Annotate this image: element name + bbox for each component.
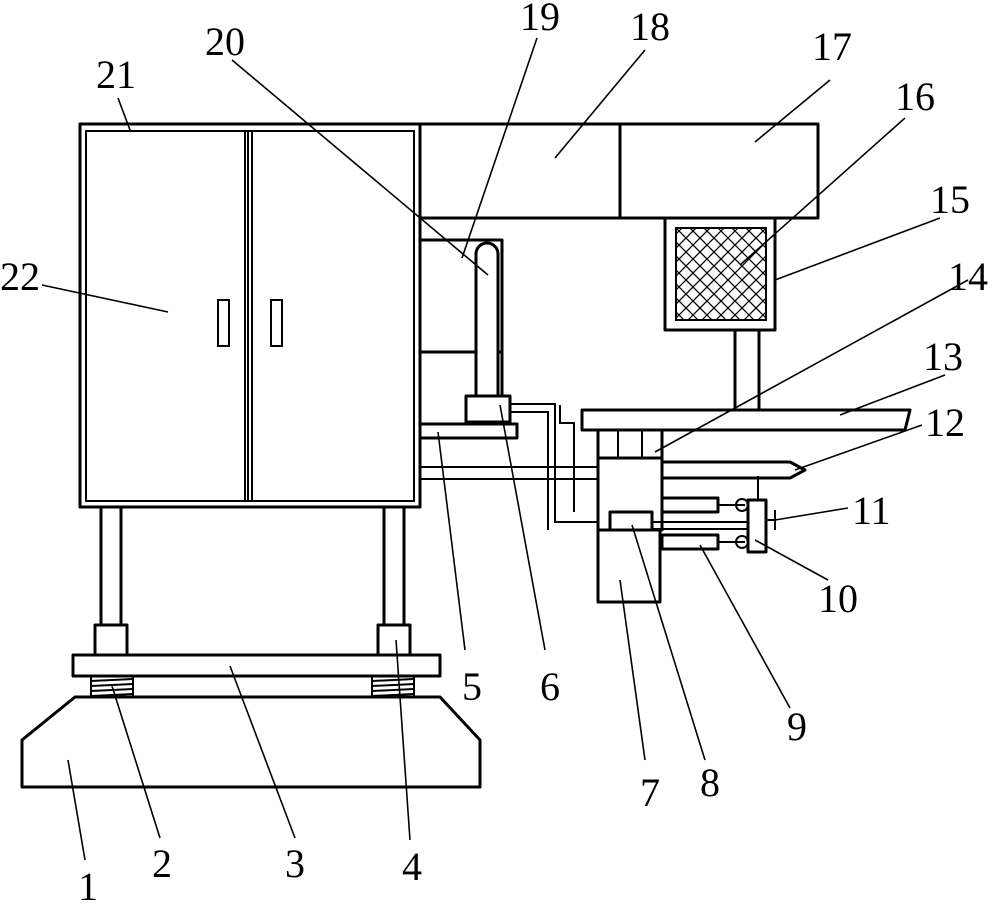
label-17: 17 — [812, 24, 852, 69]
label-15: 15 — [930, 177, 970, 222]
filter-unit — [663, 216, 777, 412]
label-5: 5 — [462, 664, 482, 709]
table-plate — [580, 408, 912, 432]
support-blocks — [93, 623, 412, 657]
label-6: 6 — [540, 664, 560, 709]
cabinet-legs — [99, 505, 406, 627]
fitting — [608, 510, 654, 532]
label-2: 2 — [152, 841, 172, 886]
label-21: 21 — [96, 52, 136, 97]
label-12: 12 — [925, 400, 965, 445]
leader-lines — [41, 37, 969, 861]
label-3: 3 — [285, 841, 305, 886]
label-7: 7 — [640, 770, 660, 815]
columns — [596, 428, 664, 460]
label-10: 10 — [818, 576, 858, 621]
clamp — [746, 476, 776, 554]
springs — [90, 675, 415, 698]
label-16: 16 — [895, 74, 935, 119]
label-22: 22 — [0, 254, 40, 299]
side-box — [418, 238, 519, 440]
label-13: 13 — [923, 334, 963, 379]
label-18: 18 — [630, 4, 670, 49]
nozzle — [660, 460, 807, 480]
label-1: 1 — [78, 864, 98, 909]
cylinders — [652, 496, 749, 551]
base-part — [20, 695, 482, 789]
label-14: 14 — [948, 254, 988, 299]
cabinet — [78, 122, 422, 509]
label-9: 9 — [787, 704, 807, 749]
label-20: 20 — [205, 19, 245, 64]
top-housing — [418, 122, 820, 220]
label-8: 8 — [700, 760, 720, 805]
label-19: 19 — [520, 0, 560, 39]
support-plate — [71, 653, 442, 678]
label-11: 11 — [852, 488, 891, 533]
label-4: 4 — [402, 844, 422, 889]
